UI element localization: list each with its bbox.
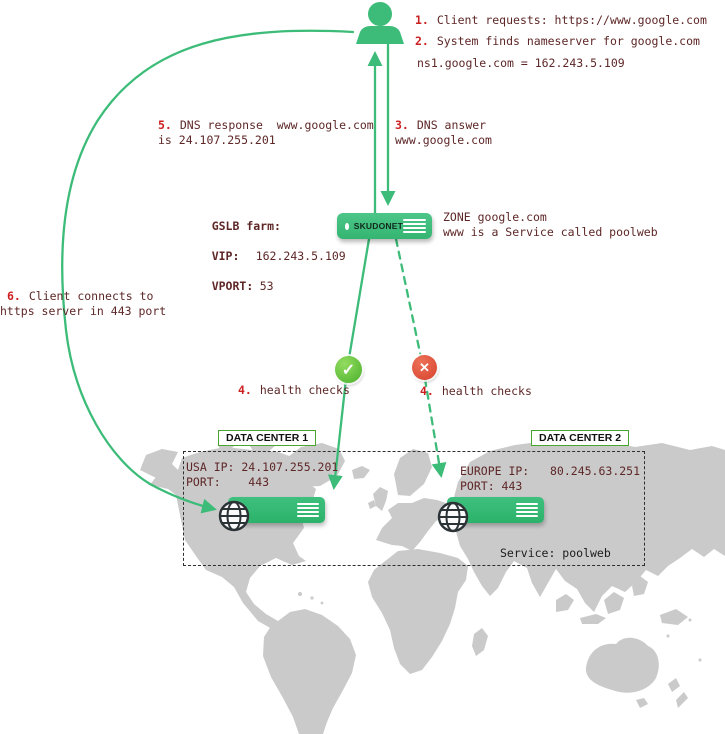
step5-line1: DNS response www.google.com [179, 118, 374, 132]
zone-line2: www is a Service called poolweb [443, 225, 658, 239]
step2-annotation: 2. System finds nameserver for google.com [415, 34, 700, 49]
step6-number: 6. [7, 289, 21, 303]
vport-label: VPORT: [211, 279, 254, 293]
map-europe [376, 498, 452, 551]
dc1-ip-line: USA IP: 24.107.255.201 [186, 460, 339, 474]
step3-line1: DNS answer [416, 118, 487, 132]
map-japan [672, 498, 688, 520]
vport-value: 53 [259, 279, 274, 293]
step1-text: Client requests: https://www.google.com [436, 13, 707, 27]
dc2-globe-icon [437, 501, 469, 533]
healthcheck-label-right: 4. health checks [420, 384, 532, 399]
step2-number: 2. [415, 34, 429, 48]
appliance-vents-icon [403, 219, 426, 233]
datacenter2-label: DATA CENTER 2 [531, 430, 630, 446]
arrow-client-to-dc1-curve [61, 29, 355, 514]
step5-number: 5. [158, 118, 172, 132]
dc2-server-vents-icon [516, 503, 538, 517]
step5-line2: is 24.107.255.201 [158, 133, 276, 147]
map-uk [373, 487, 388, 511]
map-scandinavia [394, 449, 432, 496]
gslb-farm-info: GSLB farm: VIP: 162.243.5.109 VPORT: 53 [184, 204, 346, 309]
healthcheck-right-text: health checks [441, 384, 532, 398]
map-new-zealand [668, 678, 680, 692]
step2-text: System finds nameserver for google.com [436, 34, 700, 48]
dc1-server-vents-icon [297, 503, 319, 517]
map-asia [452, 441, 725, 612]
map-north-america [150, 447, 316, 629]
gslb-title: GSLB farm: [211, 219, 281, 233]
map-africa [368, 549, 468, 674]
service-note: Service: poolweb [500, 546, 611, 560]
nameserver-annotation: ns1.google.com = 162.243.5.109 [417, 56, 625, 70]
dc2-port-line: PORT: 443 [460, 479, 523, 493]
appliance-name: SKUDONET [353, 221, 403, 231]
healthcheck-left-number: 4. [238, 383, 252, 397]
map-madagascar [472, 628, 488, 656]
vip-value: 162.243.5.109 [255, 249, 346, 263]
healthcheck-left-text: health checks [259, 383, 350, 397]
healthcheck-ok-icon: ✓ [335, 356, 362, 383]
step1-number: 1. [415, 13, 429, 27]
healthcheck-fail-icon: ✕ [412, 355, 437, 380]
map-south-america [263, 609, 356, 734]
client-person-icon [356, 2, 404, 44]
appliance-led-icon [345, 222, 349, 230]
healthcheck-right-number: 4. [420, 384, 434, 398]
dc1-globe-icon [218, 500, 250, 532]
step1-annotation: 1. Client requests: https://www.google.co… [415, 13, 707, 28]
map-australia [585, 637, 659, 693]
datacenter-region-box [183, 451, 645, 566]
vip-label: VIP: [211, 249, 240, 263]
dc2-ip-line: EUROPE IP: 80.245.63.251 [460, 464, 641, 478]
healthcheck-label-left: 4. health checks [238, 383, 350, 398]
step6-line1: Client connects to [28, 289, 154, 303]
skudonet-appliance: SKUDONET [337, 213, 432, 239]
step6-line2: https server in 443 port [0, 304, 167, 318]
datacenter1-label: DATA CENTER 1 [218, 430, 317, 446]
zone-line1: ZONE google.com [443, 210, 547, 224]
step3-line2: www.google.com [395, 133, 492, 147]
dc1-port-line: PORT: 443 [186, 475, 270, 489]
step3-number: 3. [395, 118, 409, 132]
